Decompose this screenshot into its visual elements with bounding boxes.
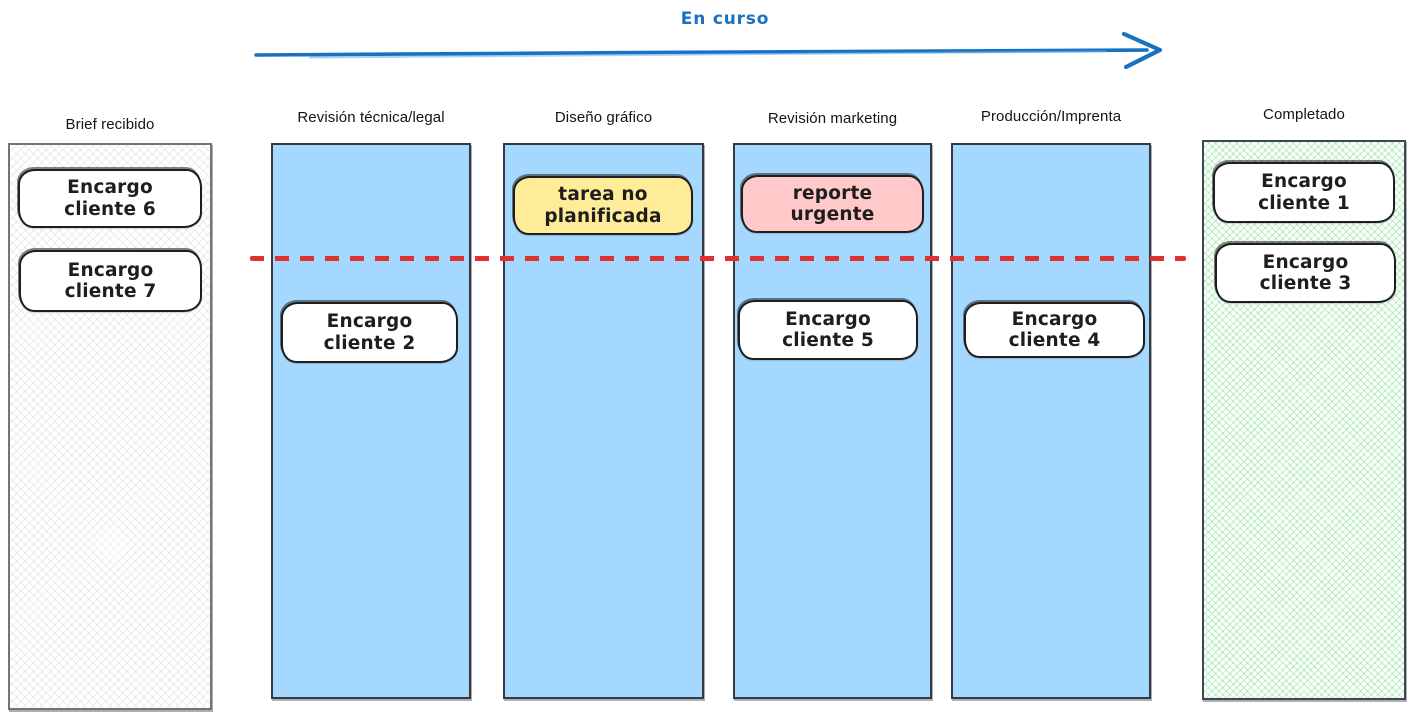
card-encargo-cliente-5[interactable]: Encargo cliente 5 (738, 300, 918, 360)
flow-arrow-label: En curso (680, 9, 770, 29)
column-produccion-imprenta[interactable] (951, 143, 1151, 699)
column-title-completado: Completado (1263, 106, 1345, 123)
card-tarea-no-planificada[interactable]: tarea no planificada (513, 176, 693, 235)
column-revision-tecnica-legal[interactable] (271, 143, 471, 699)
column-completado[interactable] (1202, 140, 1406, 700)
card-reporte-urgente[interactable]: reporte urgente (741, 175, 924, 233)
column-title-diseno-grafico: Diseño gráfico (554, 109, 653, 126)
column-brief-recibido[interactable] (8, 143, 212, 710)
card-encargo-cliente-2[interactable]: Encargo cliente 2 (281, 302, 458, 363)
column-title-produccion-imprenta: Producción/Imprenta (980, 108, 1122, 125)
column-title-revision-tecnica-legal: Revisión técnica/legal (297, 109, 445, 126)
column-diseno-grafico[interactable] (503, 143, 704, 699)
card-encargo-cliente-7[interactable]: Encargo cliente 7 (19, 250, 202, 312)
card-encargo-cliente-4[interactable]: Encargo cliente 4 (964, 302, 1145, 358)
column-revision-marketing[interactable] (733, 143, 932, 699)
column-title-revision-marketing: Revisión marketing (767, 110, 898, 127)
card-encargo-cliente-1[interactable]: Encargo cliente 1 (1213, 162, 1395, 223)
red-dashed-divider-line (250, 256, 1186, 261)
flow-arrow (254, 31, 1163, 70)
card-encargo-cliente-3[interactable]: Encargo cliente 3 (1215, 243, 1396, 303)
card-encargo-cliente-6[interactable]: Encargo cliente 6 (18, 169, 202, 228)
column-title-brief-recibido: Brief recibido (65, 116, 155, 133)
